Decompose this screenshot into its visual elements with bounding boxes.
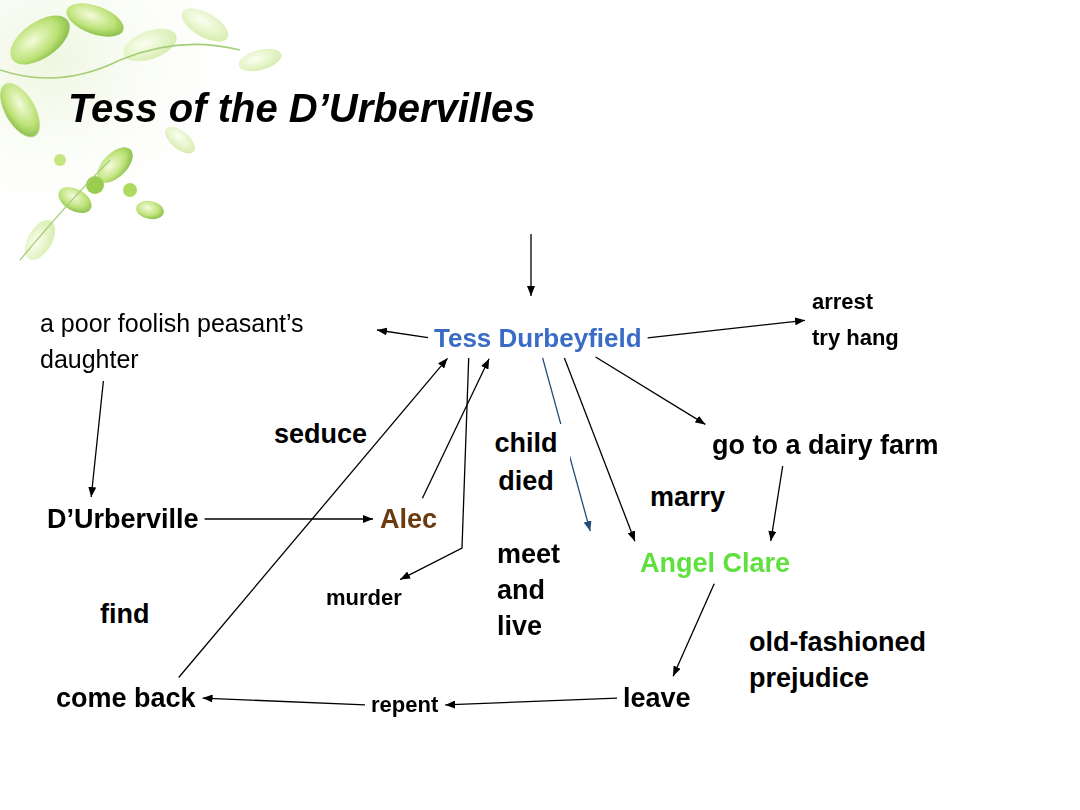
text-node: meet and live [493,534,591,646]
text-node: murder [322,581,406,615]
edge-label: old-fashioned prejudice [747,624,981,696]
text-node: leave [619,679,695,717]
text-node: come back [52,679,200,717]
connector-arrow [445,698,617,705]
text-node: repent [367,688,442,722]
free-label: child died [482,424,570,500]
title: Tess of the D’Urbervilles [68,86,536,131]
node-text: Alec [380,502,437,536]
edge-label: marry [648,481,727,513]
connector-arrow [648,320,805,338]
edge-label: find [98,598,151,630]
node-text: murder [326,583,402,613]
edge-label: seduce [272,418,369,450]
text-node: D’Urberville [43,500,203,538]
connector-arrow [203,698,365,705]
node-text: go to a dairy farm [712,428,939,462]
connector-arrow [596,357,706,424]
node-text: arrest try hang [812,284,907,356]
node-text: come back [56,681,196,715]
text-node: go to a dairy farm [708,426,943,464]
text-node: Tess Durbeyfield [430,320,646,356]
connector-arrow [377,330,428,338]
leaves [0,0,284,265]
node-text: a poor foolish peasant’s daughter [40,305,370,377]
text-node: arrest try hang [808,282,911,358]
node-text: leave [623,681,691,715]
node-text: meet and live [497,536,587,644]
incoming-arrow [530,234,531,296]
node-text: Angel Clare [640,546,790,580]
connector-arrow [205,518,373,519]
connector-arrow [179,358,448,677]
text-node: a poor foolish peasant’s daughter [36,303,374,379]
connector-arrow [400,358,469,580]
text-node: Alec [376,500,441,538]
connector-arrow [673,584,714,677]
node-text: Tess Durbeyfield [434,322,642,354]
connector-arrow [91,381,103,497]
leaf-haze [0,0,340,300]
text-node: Angel Clare [636,544,794,582]
node-text: repent [371,690,438,720]
connector-arrow [422,359,489,499]
node-text: D’Urberville [47,502,199,536]
connector-arrow [771,466,783,541]
connector-arrow [564,358,635,541]
